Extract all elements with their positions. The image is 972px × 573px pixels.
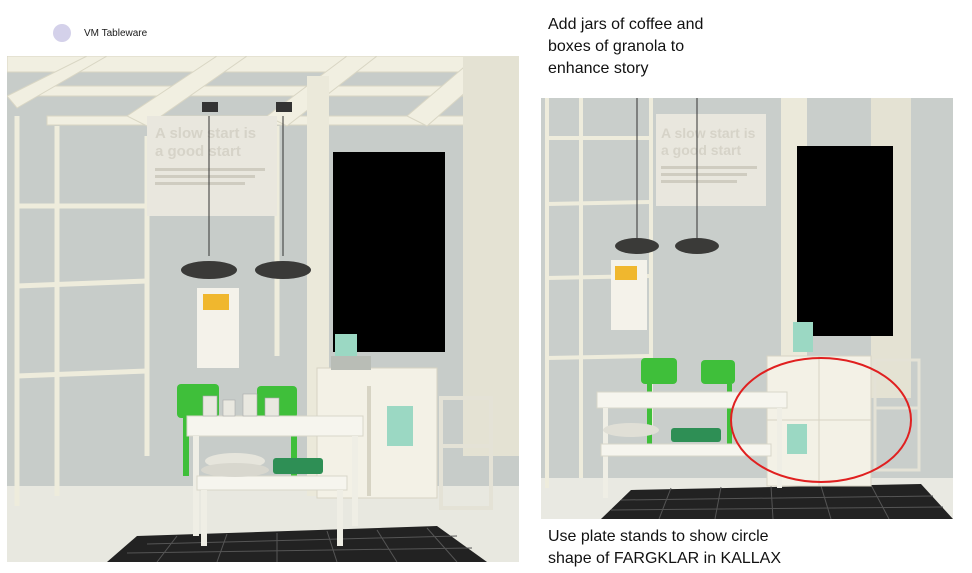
brand-dot — [53, 24, 71, 42]
brand-label: VM Tableware — [84, 28, 148, 39]
note-line: Add jars of coffee and — [548, 16, 704, 33]
note-line: shape of FARGKLAR in KALLAX — [548, 550, 782, 567]
note-plate-stands: Use plate stands to show circle shape of… — [548, 526, 848, 570]
sign-headline: a good start — [661, 142, 741, 158]
note-add-jars: Add jars of coffee and boxes of granola … — [548, 14, 788, 80]
note-line: enhance story — [548, 60, 649, 77]
note-line: Use plate stands to show circle — [548, 528, 769, 545]
sign-headline: A slow start is — [661, 125, 756, 141]
note-line: boxes of granola to — [548, 38, 685, 55]
markup-circle — [730, 357, 912, 483]
sign-headline: A slow start is — [155, 125, 256, 142]
render-left: A slow start is a good start — [7, 56, 519, 562]
sign-headline: a good start — [155, 143, 241, 160]
render-right: A slow start is a good start — [541, 98, 953, 519]
